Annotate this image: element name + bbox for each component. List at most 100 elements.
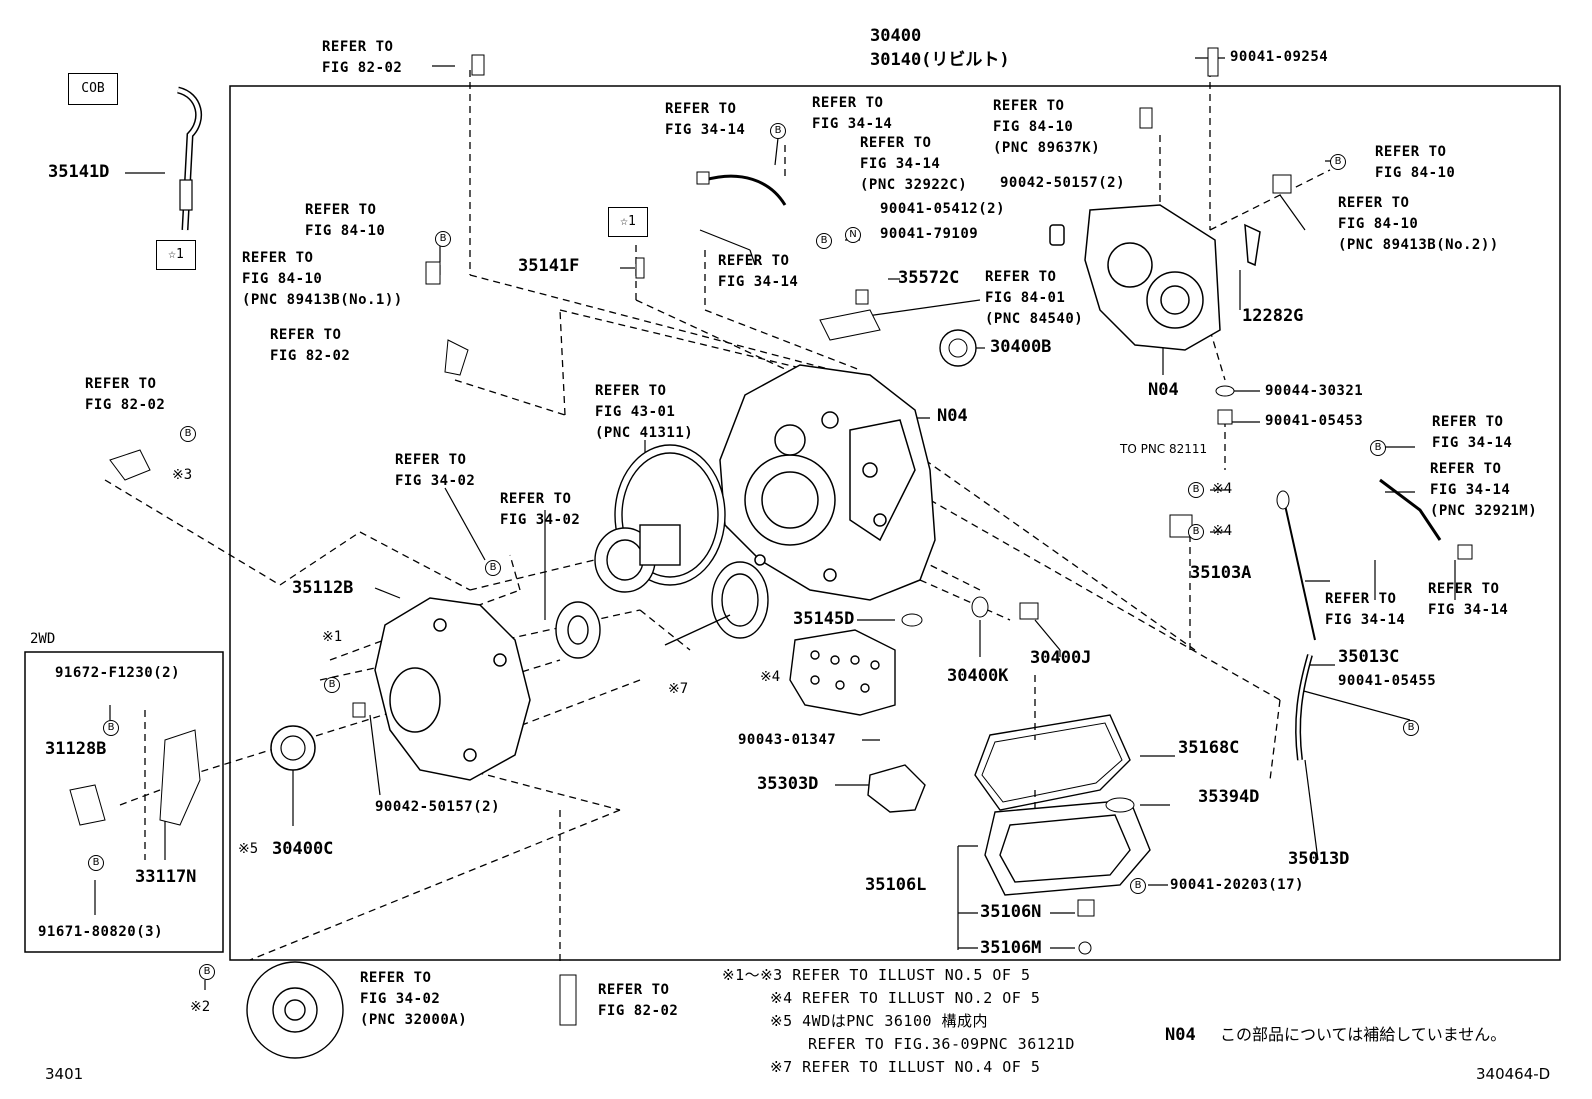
part-35013c: 35013C — [1338, 647, 1400, 667]
mark-1: ※1 — [322, 629, 343, 645]
cooler-pipe — [1379, 478, 1442, 541]
circle-b-icon: B — [103, 720, 119, 736]
pan-gasket — [974, 714, 1131, 811]
plug-30400j — [1019, 602, 1039, 620]
leader-lines — [94, 57, 1456, 990]
side-cover — [1049, 204, 1261, 351]
plug-35145d — [901, 613, 923, 627]
circle-b-icon: B — [485, 560, 501, 576]
circle-b-icon: B — [1330, 154, 1346, 170]
part-30400c: 30400C — [272, 839, 334, 859]
note-2: ※4 REFER TO ILLUST NO.2 OF 5 — [770, 989, 1041, 1007]
part-91672-f1230: 91672-F1230(2) — [55, 665, 181, 681]
bracket-bottom — [559, 974, 577, 1026]
part-90041-20203: 90041-20203(17) — [1170, 877, 1304, 893]
mark-5: ※5 — [238, 841, 259, 857]
sleeve — [352, 702, 366, 718]
hose-32922c — [704, 174, 787, 206]
part-31128b: 31128B — [45, 739, 107, 759]
part-35141f: 35141F — [518, 256, 580, 276]
star-box-1: ☆1 — [156, 240, 196, 270]
cable-35141d — [176, 86, 202, 231]
oil-pump — [555, 601, 601, 659]
seal-30400b — [939, 329, 977, 367]
n04-note-text: この部品については補給していません。 — [1220, 1025, 1507, 1044]
oil-seal-30400c — [270, 725, 316, 771]
assembly-rebuilt: 30140(リビルト) — [870, 50, 1010, 70]
part-12282g: 12282G — [1242, 306, 1304, 326]
bracket-left — [109, 449, 151, 481]
strainer — [867, 764, 926, 813]
circle-b-icon: B — [1370, 440, 1386, 456]
bolt-90041-09254 — [1207, 47, 1219, 77]
part-35106n: 35106N — [980, 902, 1042, 922]
part-35106m: 35106M — [980, 938, 1042, 958]
circle-b-icon: B — [1188, 482, 1204, 498]
part-35394d: 35394D — [1198, 787, 1260, 807]
n04-note-code: N04 — [1165, 1025, 1196, 1045]
note-1: ※1～※3 REFER TO ILLUST NO.5 OF 5 — [722, 966, 1031, 984]
part-35013d: 35013D — [1288, 849, 1350, 869]
plug-35141f — [635, 257, 645, 279]
part-35168c: 35168C — [1178, 738, 1240, 758]
part-90041-09254: 90041-09254 — [1230, 49, 1329, 65]
valve-body — [789, 629, 896, 716]
circle-b-icon: B — [88, 855, 104, 871]
sensor-89413b-1 — [425, 261, 441, 285]
circle-b-icon: B — [435, 231, 451, 247]
sensor-89413b-2 — [1272, 174, 1292, 194]
magnet-35106n — [1077, 899, 1095, 917]
circle-b-icon: B — [180, 426, 196, 442]
part-30400j: 30400J — [1030, 648, 1092, 668]
switch-84540 — [819, 309, 881, 341]
transaxle-case — [719, 364, 936, 601]
part-90043-01347: 90043-01347 — [738, 732, 837, 748]
circle-b-icon: B — [1188, 524, 1204, 540]
footer-left: 3401 — [45, 1065, 84, 1083]
oil-pan — [984, 799, 1151, 896]
circle-n-icon: N — [845, 227, 861, 243]
circle-b-icon: B — [770, 123, 786, 139]
planetary — [664, 561, 769, 646]
mark-4-c: ※4 — [760, 669, 781, 685]
two-wd-label: 2WD — [30, 631, 56, 647]
torque-converter — [246, 961, 344, 1059]
mark-7: ※7 — [668, 681, 689, 697]
converter-housing — [374, 597, 531, 781]
part-35112b: 35112B — [292, 578, 354, 598]
note-3: ※5 4WDはPNC 36100 構成内 — [770, 1012, 989, 1030]
part-n04-cover: N04 — [1148, 380, 1179, 400]
part-90041-05453: 90041-05453 — [1265, 413, 1364, 429]
part-35303d: 35303D — [757, 774, 819, 794]
circle-b-icon: B — [1403, 720, 1419, 736]
part-33117n: 33117N — [135, 867, 197, 887]
part-90041-79109: 90041-79109 — [880, 226, 979, 242]
part-90044-30321: 90044-30321 — [1265, 383, 1364, 399]
part-35572c: 35572C — [898, 268, 960, 288]
to-pnc-82111: TO PNC 82111 — [1120, 442, 1208, 456]
part-n04-case: N04 — [937, 406, 968, 426]
circle-b-icon: B — [199, 964, 215, 980]
two-wd-frame — [24, 651, 224, 953]
note-4: REFER TO FIG.36-09PNC 36121D — [808, 1035, 1075, 1053]
sensor-89637k — [1139, 107, 1153, 129]
footer-right: 340464-D — [1476, 1065, 1551, 1083]
part-30400b: 30400B — [990, 337, 1052, 357]
bracket-top — [471, 54, 485, 76]
bolt-35106m — [1078, 941, 1092, 955]
